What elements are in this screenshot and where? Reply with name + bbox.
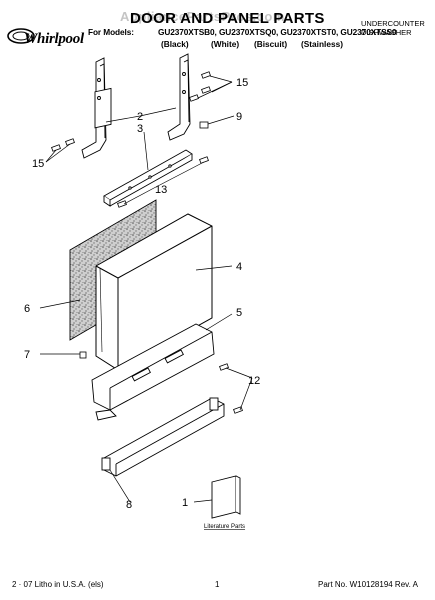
literature-parts-label: Literature Parts [204,524,245,530]
footer-part-number: Part No. W10128194 Rev. A [318,580,418,589]
callout-13: 13 [155,184,167,196]
page-title: DOOR AND PANEL PARTS [130,10,325,27]
color-stainless: (Stainless) [301,39,343,49]
bottom-panel [91,323,215,421]
screw-13-right [199,156,209,164]
toe-panel [101,397,225,477]
screw-set-top-right [189,71,211,102]
callout-12: 12 [248,375,260,387]
appliance-line-2: DISHWASHER [361,28,412,37]
leader-lines [39,75,253,503]
color-biscuit: (Biscuit) [254,39,288,49]
callout-3: 3 [137,123,143,135]
models-list: GU2370XTSB0, GU2370XTSQ0, GU2370XTST0, G… [158,27,397,37]
whirlpool-logo: Whirlpool [6,22,88,48]
color-white: (White) [211,39,240,49]
callout-2: 2 [137,111,143,123]
callout-15-left: 15 [32,158,44,170]
callout-6: 6 [24,303,30,315]
appliance-line-1: UNDERCOUNTER [361,19,425,28]
right-door-bracket [167,53,191,141]
brand-name: Whirlpool [24,31,84,47]
callout-8: 8 [126,499,132,511]
whirlpool-swirl-icon [7,28,35,44]
callout-7: 7 [24,349,30,361]
callout-15-top: 15 [236,77,248,89]
screw-set-left [51,138,75,152]
callout-9: 9 [236,111,242,123]
footer-page-number: 1 [215,580,220,589]
appliance-type: UNDERCOUNTER DISHWASHER [361,19,425,37]
color-black: (Black) [161,39,189,49]
watermark: AppliancePartsPros.com [120,9,285,24]
callout-1: 1 [182,497,188,509]
screw-set-12 [219,363,243,414]
callout-4: 4 [236,261,242,273]
small-clip [79,351,87,359]
screw-13-left [117,200,127,208]
footer-print-info: 2 · 07 Litho in U.S.A. (els) [12,580,104,589]
left-door-bracket [81,57,112,159]
clip-part [199,121,209,129]
models-label: For Models: [88,27,134,37]
door-rail [103,149,193,207]
literature-booklet [211,475,241,519]
callout-5: 5 [236,307,242,319]
